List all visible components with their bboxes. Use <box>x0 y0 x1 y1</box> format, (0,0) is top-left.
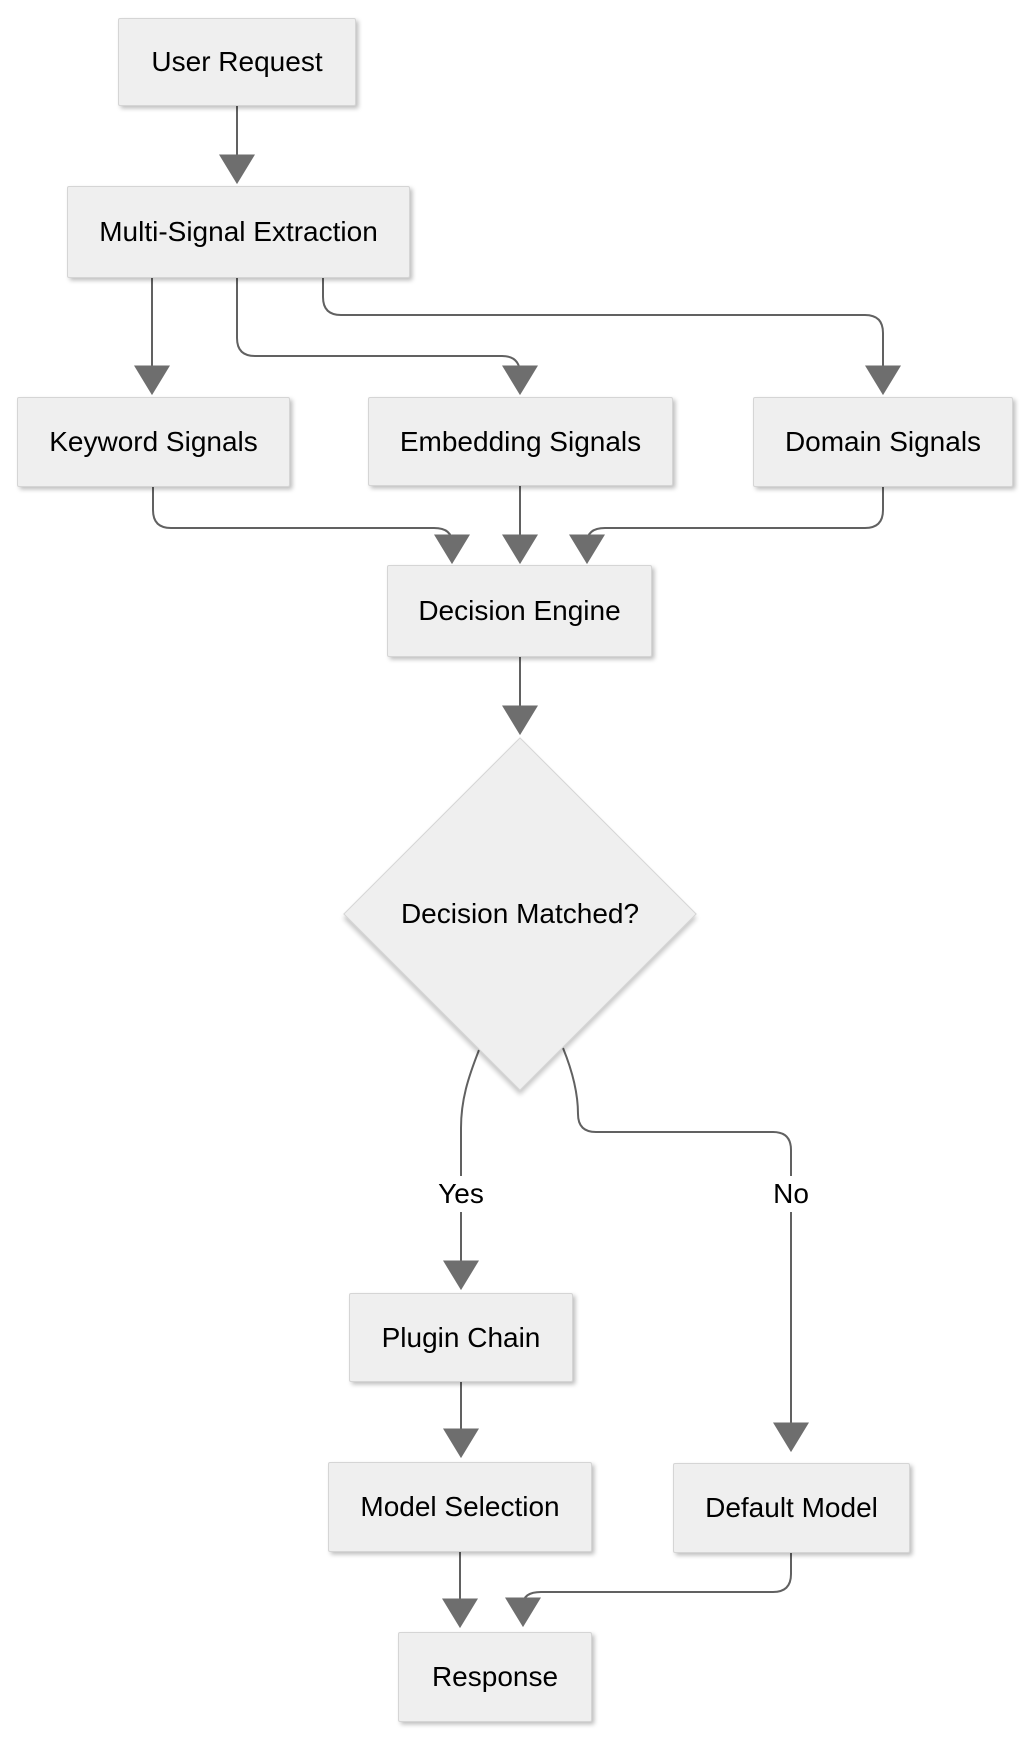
edge-default-model-to-response <box>505 1553 792 1628</box>
node-model-selection-label: Model Selection <box>360 1491 560 1522</box>
node-response: Response <box>398 1632 592 1722</box>
node-multi-signal-extraction: Multi-Signal Extraction <box>67 186 410 278</box>
node-default-model: Default Model <box>673 1463 910 1553</box>
node-plugin-chain: Plugin Chain <box>349 1293 573 1382</box>
node-embedding-signals-label: Embedding Signals <box>399 425 642 457</box>
node-keyword-signals: Keyword Signals <box>17 397 290 487</box>
node-decision-engine-label: Decision Engine <box>418 595 621 626</box>
edge-label-yes: Yes <box>430 1176 492 1212</box>
edge-keyword-signals-to-decision-engine <box>152 487 470 565</box>
edge-multi-signal-extraction-to-embedding-signals <box>236 278 538 396</box>
edge-decision-matched-no-to-default-model <box>562 1047 809 1453</box>
node-model-selection: Model Selection <box>328 1462 592 1552</box>
node-decision-matched-label: Decision Matched? <box>400 898 640 929</box>
edge-domain-signals-to-decision-engine <box>569 487 884 565</box>
node-keyword-signals-label: Keyword Signals <box>49 426 258 457</box>
node-decision-engine: Decision Engine <box>387 565 652 657</box>
node-user-request: User Request <box>118 18 356 106</box>
edge-decision-matched-yes-to-plugin-chain <box>443 1049 480 1291</box>
node-response-label: Response <box>431 1661 559 1692</box>
edge-multi-signal-extraction-to-domain-signals <box>322 278 901 396</box>
node-multi-signal-extraction-label: Multi-Signal Extraction <box>99 216 378 247</box>
node-plugin-chain-label: Plugin Chain <box>381 1321 541 1353</box>
edge-label-no: No <box>765 1176 817 1212</box>
node-default-model-label: Default Model <box>705 1492 878 1523</box>
node-embedding-signals: Embedding Signals <box>368 397 673 486</box>
node-domain-signals: Domain Signals <box>753 397 1013 487</box>
node-domain-signals-label: Domain Signals <box>784 426 982 457</box>
node-decision-matched-label-wrap: Decision Matched? <box>270 789 770 1039</box>
node-user-request-label: User Request <box>151 46 323 77</box>
